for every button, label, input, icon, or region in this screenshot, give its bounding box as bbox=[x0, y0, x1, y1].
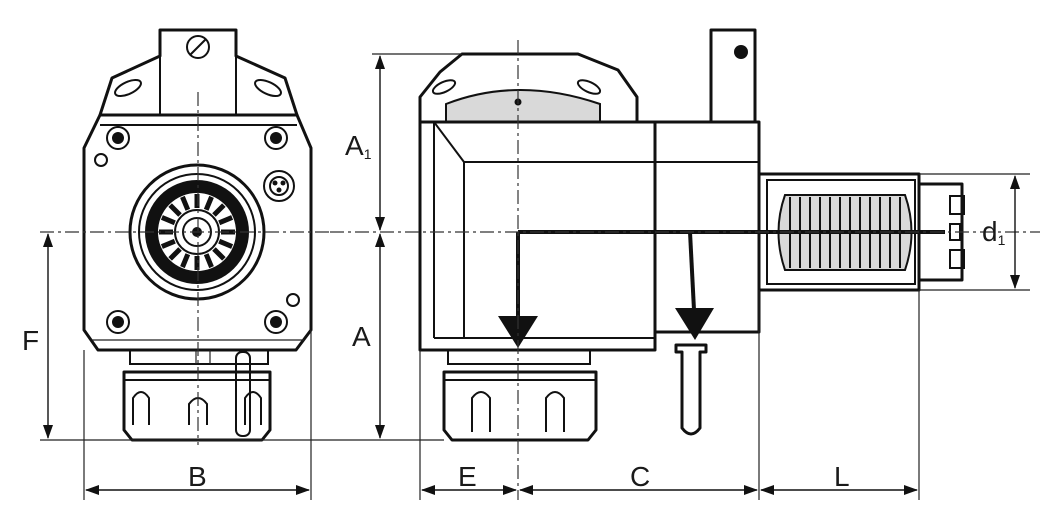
side-chamfer-top bbox=[433, 121, 465, 163]
front-bracket bbox=[98, 28, 299, 117]
side-collet-body bbox=[442, 370, 598, 442]
side-bracket-arch bbox=[445, 89, 601, 123]
bolt-top-left-core bbox=[112, 132, 124, 144]
bracket-screw-slot bbox=[189, 38, 207, 56]
spindle-tooth bbox=[203, 253, 214, 269]
spindle-tooth bbox=[212, 203, 226, 217]
arrow-head-right bbox=[675, 308, 714, 340]
collet-slot-3 bbox=[244, 391, 262, 425]
bracket-screw bbox=[186, 35, 210, 59]
dim-e-label: E bbox=[458, 461, 477, 492]
spindle-teeth bbox=[159, 194, 235, 270]
side-slot-left bbox=[431, 79, 457, 95]
spindle-tooth bbox=[168, 247, 182, 261]
dim-d1-label: d1 bbox=[982, 216, 1006, 248]
spindle-tooth bbox=[160, 215, 176, 226]
dimensions: A1 A F B E C L d1 bbox=[22, 53, 1030, 500]
side-housing bbox=[418, 120, 657, 352]
spindle-tooth bbox=[180, 253, 191, 269]
drive-notch-top bbox=[949, 195, 965, 215]
bracket-slot-left bbox=[114, 78, 142, 98]
bolt-top-right-core bbox=[270, 132, 282, 144]
spindle-tooth bbox=[180, 195, 191, 211]
collet-slot-1 bbox=[132, 391, 150, 425]
side-tab-hole bbox=[734, 45, 748, 59]
bolt-bottom-right bbox=[264, 310, 288, 334]
bolt-top-right bbox=[264, 126, 288, 150]
spindle-tooth bbox=[168, 203, 182, 217]
corner-bolts bbox=[94, 126, 300, 334]
lube-dot-2 bbox=[280, 180, 286, 186]
spindle-tooth bbox=[212, 247, 226, 261]
side-collet bbox=[442, 349, 598, 442]
drive-notch-bottom bbox=[949, 249, 965, 269]
front-view bbox=[40, 28, 330, 445]
collet-neck bbox=[129, 349, 269, 365]
side-tab bbox=[709, 28, 757, 124]
lube-fitting bbox=[263, 170, 295, 202]
dim-a-label: A bbox=[352, 321, 371, 352]
dim-b-label: B bbox=[188, 461, 207, 492]
arrow-head-left bbox=[498, 316, 538, 348]
spindle-tooth bbox=[203, 195, 214, 211]
dim-a1-label: A1 bbox=[345, 130, 372, 162]
arrow-shaft-right bbox=[688, 231, 696, 311]
side-view bbox=[330, 28, 1040, 500]
front-coolant-pin bbox=[235, 351, 251, 437]
side-collet-slot-2 bbox=[545, 391, 565, 432]
lube-dot-1 bbox=[272, 180, 278, 186]
bracket-slot-right bbox=[254, 78, 282, 98]
spindle-nut bbox=[128, 163, 266, 301]
front-collet bbox=[122, 349, 272, 442]
dim-l-label: L bbox=[834, 461, 850, 492]
spindle-tooth bbox=[160, 238, 176, 249]
side-coolant-pin bbox=[674, 343, 708, 436]
spindle-ring-2 bbox=[138, 173, 256, 291]
bolt-top-left bbox=[106, 126, 130, 150]
bolt-bottom-right-core bbox=[270, 316, 282, 328]
spindle-tooth bbox=[218, 238, 234, 249]
dim-f-label: F bbox=[22, 325, 39, 356]
lube-dot-3 bbox=[276, 187, 282, 193]
dim-c-label: C bbox=[630, 461, 650, 492]
spindle-tooth bbox=[218, 215, 234, 226]
side-collet-neck bbox=[447, 349, 591, 365]
collet-body bbox=[122, 370, 272, 442]
pin-right bbox=[286, 293, 300, 307]
side-slot-right bbox=[576, 79, 602, 95]
lube-fitting-inner bbox=[269, 176, 289, 196]
pin-left bbox=[94, 153, 108, 167]
side-collet-slot-1 bbox=[471, 391, 491, 432]
bolt-bottom-left-core bbox=[112, 316, 124, 328]
side-right-block bbox=[653, 120, 761, 334]
bolt-bottom-left bbox=[106, 310, 130, 334]
